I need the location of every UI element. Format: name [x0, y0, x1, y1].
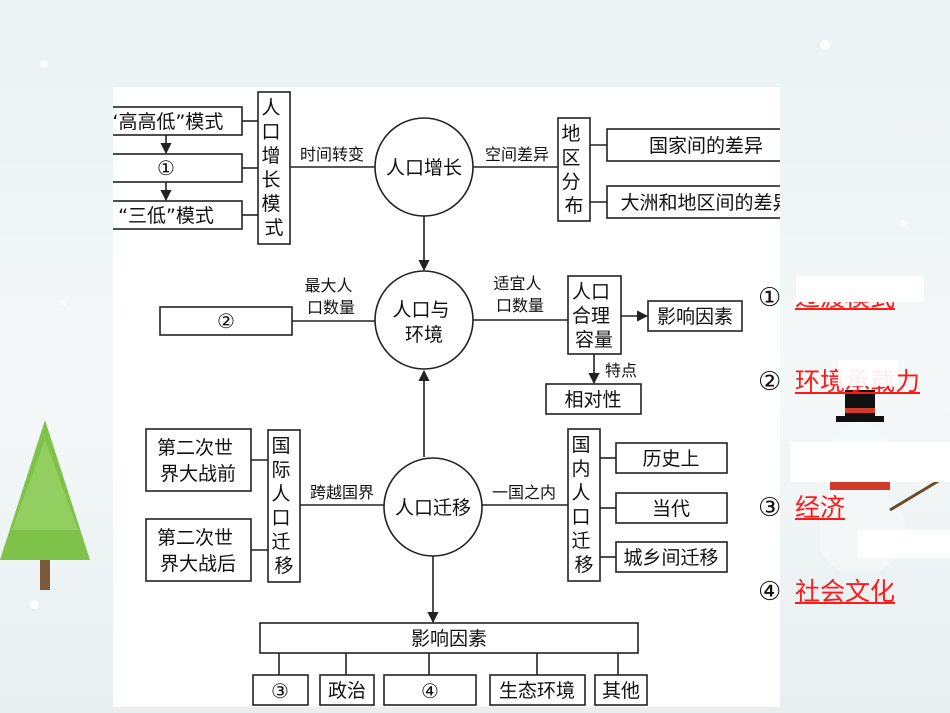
blank-cover[interactable] [790, 442, 950, 482]
circle-2-box [159, 306, 293, 336]
three-low-mode-label: “三低”模式 [118, 205, 214, 227]
domestic-migration-box [567, 428, 601, 582]
christmas-tree-icon [0, 420, 90, 590]
capacity-factors-label: 影响因素 [657, 306, 733, 328]
edge-label-cross-border: 跨越国界 [310, 483, 374, 502]
growth-mode-box [257, 91, 291, 245]
reasonable-capacity-label: 人口 合理 容量 [572, 281, 616, 351]
factor-4-label: ④ [421, 679, 439, 703]
contemporary-box [615, 492, 728, 524]
high-high-low-mode-label: “高高低”模式 [113, 111, 223, 133]
factor-3-box [252, 674, 309, 706]
blank-cover[interactable] [858, 530, 950, 558]
contemporary-label: 当代 [652, 498, 690, 520]
migration-factors-box [259, 622, 639, 654]
edge-label-within-country: 一国之内 [492, 483, 556, 502]
snowflake [60, 300, 66, 306]
circle-1-box [113, 153, 243, 183]
distribution-box [557, 117, 591, 222]
snowflake [30, 600, 39, 609]
edge-label-spatial-difference: 空间差异 [485, 145, 549, 164]
population-mind-map: “高高低”模式 ① “三低”模式 人 口 增 长 模 式 时间转变 人口增长 空… [113, 91, 780, 706]
ecology-label: 生态环境 [499, 680, 575, 702]
international-migration-box [267, 429, 301, 583]
continent-difference-box [606, 185, 780, 219]
answer-text: 经济 [795, 493, 846, 522]
mind-map-panel: “高高低”模式 ① “三低”模式 人 口 增 长 模 式 时间转变 人口增长 空… [113, 87, 780, 707]
answer-3: ③ 经济 [758, 488, 950, 536]
politics-box [319, 674, 375, 706]
distribution-label: 地 区 分 布 [561, 123, 586, 217]
population-environment-label: 人口与 环境 [392, 299, 455, 346]
post-ww2-box [145, 518, 252, 582]
edge-label-feature: 特点 [605, 361, 637, 380]
other-label: 其他 [602, 680, 640, 702]
capacity-factors-box [647, 300, 743, 332]
pre-ww2-label: 第二次世 界大战前 [157, 437, 239, 485]
population-growth-label: 人口增长 [386, 157, 462, 179]
answer-cover[interactable] [796, 276, 924, 302]
circle-2-label: ② [217, 309, 235, 333]
pre-ww2-box [145, 428, 252, 492]
growth-mode-label: 人 口 增 长 模 式 [261, 97, 286, 239]
migration-factors-label: 影响因素 [411, 628, 487, 650]
country-difference-label: 国家间的差异 [649, 135, 763, 157]
snowflake [40, 60, 48, 68]
ecology-box [489, 674, 586, 706]
answer-number: ③ [758, 493, 782, 523]
answer-4: ④ 社会文化 [758, 572, 950, 620]
population-migration-label: 人口迁移 [395, 497, 471, 519]
relativity-label: 相对性 [564, 389, 621, 411]
domestic-migration-label: 国 内 人 口 迁 移 [571, 434, 596, 576]
answer-text: 社会文化 [795, 577, 896, 606]
reasonable-capacity-box [567, 275, 622, 355]
post-ww2-label: 第二次世 界大战后 [157, 527, 239, 575]
factor-4-box [383, 674, 477, 706]
other-box [594, 674, 648, 706]
answer-number: ① [758, 283, 782, 313]
edge-label-suitable-population: 适宜人 口数量 [493, 274, 546, 315]
circle-1-label: ① [157, 156, 175, 180]
factor-3-label: ③ [271, 679, 289, 703]
country-difference-box [606, 128, 780, 162]
historical-box [615, 442, 728, 474]
answer-number: ② [758, 367, 782, 397]
snowflake [820, 40, 830, 50]
edge-label-time-change: 时间转变 [300, 145, 364, 164]
politics-label: 政治 [328, 680, 366, 702]
answer-cover[interactable] [838, 360, 898, 386]
continent-difference-label: 大洲和地区间的差异 [620, 192, 780, 214]
relativity-box [545, 383, 642, 415]
edge-label-max-population: 最大人 口数量 [304, 276, 357, 317]
snowflake [900, 220, 907, 227]
urban-rural-migration-label: 城乡间迁移 [623, 547, 718, 569]
answer-number: ④ [758, 577, 782, 607]
urban-rural-migration-box [615, 541, 728, 573]
international-migration-label: 国 际 人 口 迁 移 [271, 435, 296, 577]
historical-label: 历史上 [642, 448, 699, 470]
